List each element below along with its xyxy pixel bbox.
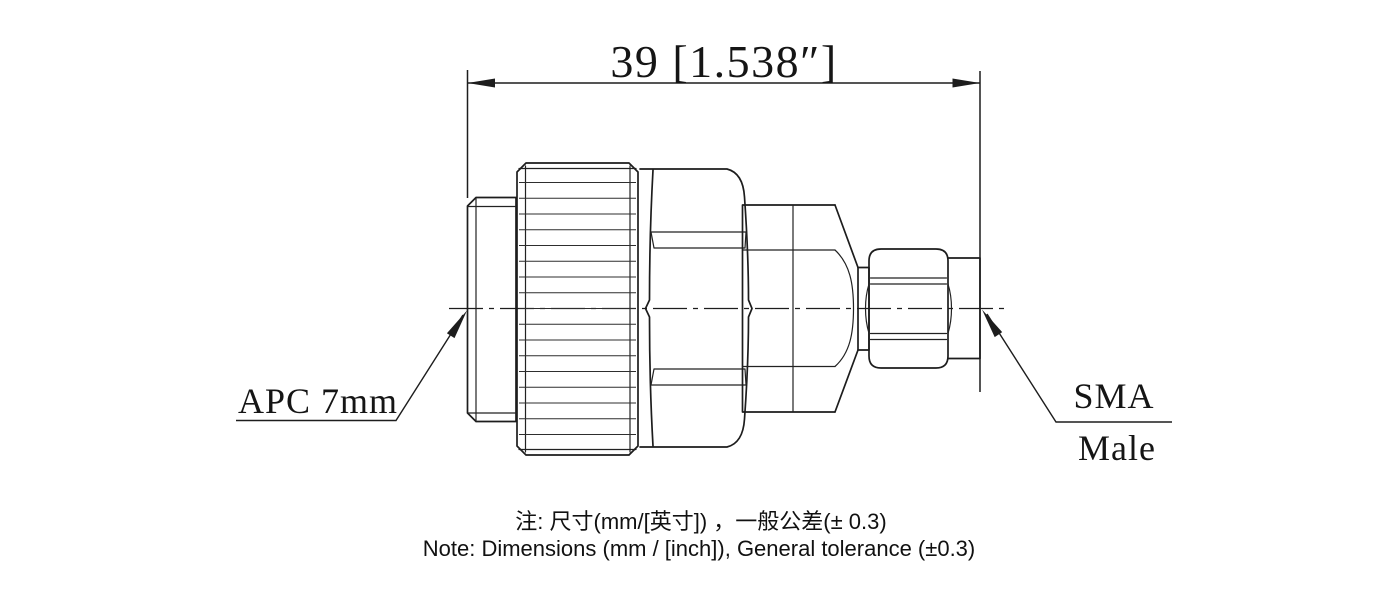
sma-label-text-line2: Male <box>1078 428 1156 468</box>
sma-label-text-line1: SMA <box>1073 376 1154 416</box>
dimension-39mm: 39 [1.538″] <box>466 36 981 392</box>
sma-leader-line <box>986 313 1172 423</box>
neck-outline <box>857 266 870 351</box>
apc-collar-outline <box>466 196 517 423</box>
apc-label-text: APC 7mm <box>238 381 398 421</box>
sma-nut-outline <box>868 248 949 369</box>
hex-nut-outline <box>639 168 753 448</box>
knurl-lines <box>519 181 636 436</box>
note-line-english: Note: Dimensions (mm / [inch]), General … <box>423 536 976 561</box>
apc-connector-body <box>466 162 753 456</box>
apc-collar-chamfer-edge <box>466 196 517 423</box>
dimension-text: 39 [1.538″] <box>610 36 837 87</box>
sma-leader-arrow <box>982 309 1003 338</box>
cone-bullet-arc <box>834 249 855 368</box>
apc-leader-line <box>236 314 464 422</box>
cone-taper <box>834 204 859 413</box>
mid-cylinder-lines <box>741 204 836 413</box>
hex-nut-facet-lines <box>650 231 747 386</box>
dimension-arrow-right <box>952 78 980 88</box>
sma-nut-facet-lines <box>869 277 948 341</box>
dimension-arrow-left <box>467 78 495 88</box>
sma-connector-body <box>741 204 981 413</box>
sma-barrel-outline <box>947 257 981 360</box>
note-line-chinese: 注: 尺寸(mm/[英寸]) ，一般公差(± 0.3) <box>515 509 886 534</box>
sma-label-group: SMA Male <box>982 309 1172 468</box>
mid-cylinder-outline <box>741 204 836 413</box>
hex-nut-left-edge <box>644 169 654 447</box>
apc-leader-arrow <box>446 310 467 339</box>
sma-nut-band-bulges <box>864 283 953 335</box>
apc-label-group: APC 7mm <box>236 310 467 422</box>
notes-group: 注: 尺寸(mm/[英寸]) ，一般公差(± 0.3) Note: Dimens… <box>423 509 976 561</box>
